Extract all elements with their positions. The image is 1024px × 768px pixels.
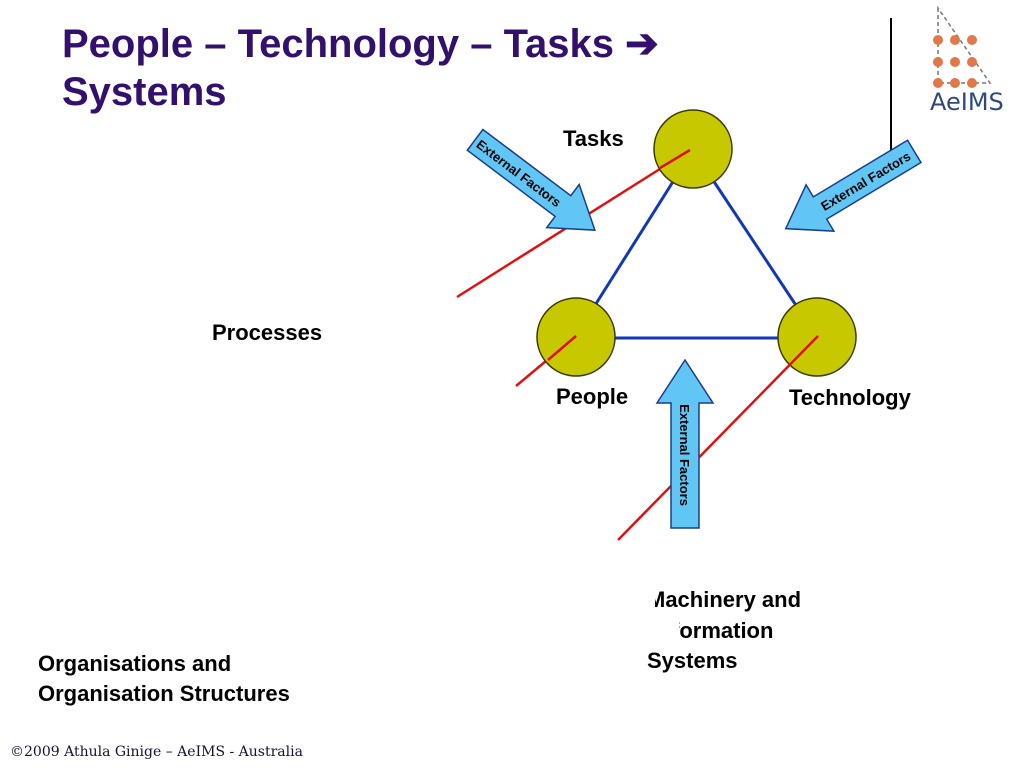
label-mask-1 (640, 588, 655, 616)
red-line-people-over (547, 335, 577, 361)
divider-line (890, 18, 892, 150)
arrow-bottom-external-factors: External Factors (655, 358, 715, 529)
label-mask-2 (660, 618, 679, 646)
arrow-right-external-factors: External Factors (784, 139, 923, 232)
label-organisations-line-2: Organisation Structures (38, 681, 290, 706)
node-tasks (653, 109, 733, 189)
label-machinery-line-2: formation (672, 618, 774, 643)
label-technology: Technology (789, 385, 911, 410)
arrow-right-label: External Factors (818, 148, 913, 213)
arrow-left-label: External Factors (474, 137, 564, 210)
label-machinery-line-1: Machinery and (647, 587, 802, 612)
label-organisations-line-1: Organisations and (38, 651, 232, 676)
title-line-1: People – Technology – Tasks ➔ (62, 22, 659, 66)
arrow-bottom-label: External Factors (677, 404, 692, 506)
title-line-2: Systems (62, 70, 227, 114)
footer-copyright: ©2009 Athula Ginige – AeIMS - Australia (10, 744, 303, 760)
red-line-tasks-over (659, 148, 691, 170)
label-people: People (556, 384, 629, 409)
logo-text: AeIMS (930, 88, 1004, 116)
red-line-technology (617, 335, 819, 541)
label-processes: Processes (212, 320, 323, 345)
aeims-logo-icon (933, 5, 992, 88)
label-machinery-line-3: Systems (647, 648, 738, 673)
label-tasks: Tasks (563, 126, 624, 151)
page-title: People – Technology – Tasks ➔ Systems (62, 20, 822, 116)
